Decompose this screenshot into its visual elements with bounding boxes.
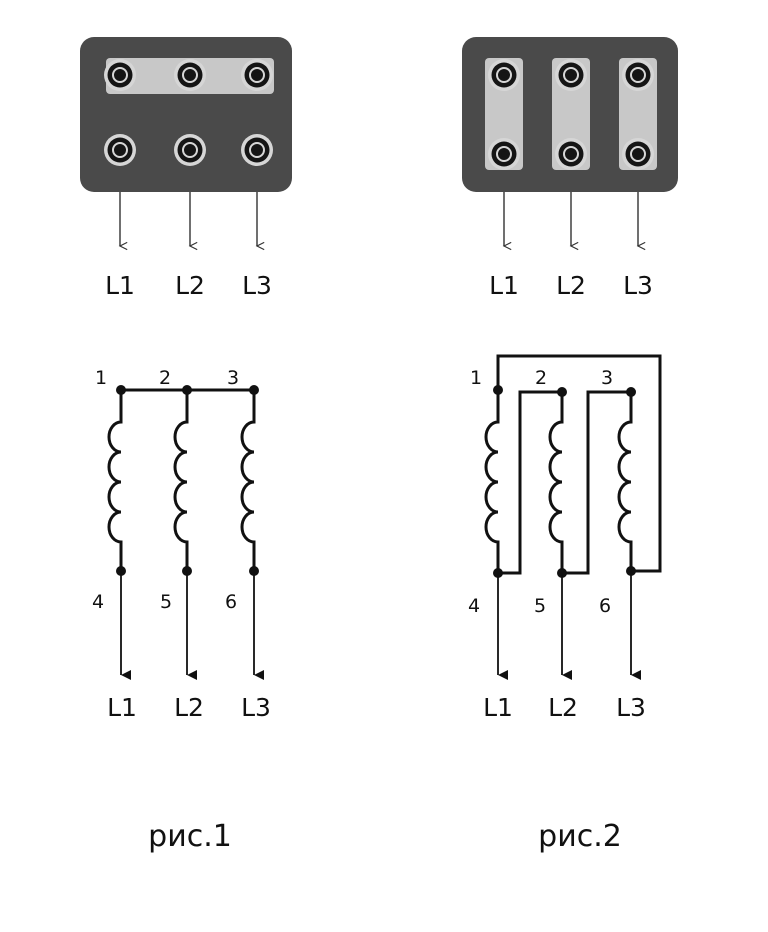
inductor-coil	[107, 390, 123, 571]
junction-dot	[116, 385, 126, 395]
terminal-screws	[104, 59, 273, 166]
terminal-screw	[555, 59, 587, 91]
terminal-number-2: 2	[535, 367, 547, 389]
junction-dot	[557, 387, 567, 397]
winding-2	[548, 392, 564, 573]
inductor-coil	[617, 392, 633, 571]
terminal-number-5: 5	[160, 591, 172, 613]
terminal-number-2: 2	[159, 367, 171, 389]
output-label-l3: L3	[623, 271, 653, 300]
junction-dot	[493, 385, 503, 395]
output-arrows	[118, 192, 265, 251]
inductor-coil	[173, 390, 189, 571]
terminal-screw	[555, 138, 587, 170]
junction-dot	[249, 385, 259, 395]
figure-caption: рис.1	[148, 819, 232, 854]
output-label-l1: L1	[489, 271, 519, 300]
delta-link-1-6	[496, 354, 662, 573]
terminal-number-5: 5	[534, 595, 546, 617]
terminal-number-4: 4	[92, 591, 104, 613]
delta-link-2-4	[498, 390, 562, 575]
inductor-coil	[240, 390, 256, 571]
terminal-screw	[174, 134, 206, 166]
fig2-terminal-block: L1 L2 L3	[462, 37, 678, 300]
inductor-coil	[484, 390, 500, 573]
output-label-l2: L2	[174, 693, 204, 722]
terminal-screw	[488, 59, 520, 91]
figure-caption: рис.2	[538, 819, 622, 854]
winding-1	[107, 390, 123, 571]
winding-3	[617, 392, 633, 571]
terminal-screw	[104, 134, 136, 166]
output-label-l3: L3	[242, 271, 272, 300]
terminal-screw	[622, 59, 654, 91]
fig1-star-schematic: 1 2 3 4 5 6 L1 L2 L3 рис.1	[92, 367, 271, 854]
delta-link-3-5	[562, 390, 631, 575]
terminal-screw	[104, 59, 136, 91]
winding-1	[484, 390, 500, 573]
terminal-screw	[241, 134, 273, 166]
output-label-l2: L2	[548, 693, 578, 722]
output-label-l2: L2	[556, 271, 586, 300]
terminal-number-3: 3	[601, 367, 613, 389]
winding-2	[173, 390, 189, 571]
terminal-screw	[622, 138, 654, 170]
fig1-terminal-block: L1 L2 L3	[80, 37, 292, 300]
terminal-screw	[488, 138, 520, 170]
output-label-l1: L1	[483, 693, 513, 722]
output-label-l1: L1	[105, 271, 135, 300]
output-label-l3: L3	[241, 693, 271, 722]
terminal-screws	[488, 59, 654, 170]
terminal-number-1: 1	[95, 367, 107, 389]
output-label-l2: L2	[175, 271, 205, 300]
terminal-number-1: 1	[470, 367, 482, 389]
output-label-l3: L3	[616, 693, 646, 722]
fig2-delta-schematic: 1 2 3 4 5 6 L1 L2 L3 рис.2	[468, 354, 662, 854]
terminal-number-6: 6	[599, 595, 611, 617]
terminal-number-6: 6	[225, 591, 237, 613]
output-label-l1: L1	[107, 693, 137, 722]
terminal-number-4: 4	[468, 595, 480, 617]
junction-dot	[626, 387, 636, 397]
terminal-screw	[241, 59, 273, 91]
inductor-coil	[548, 392, 564, 573]
output-arrows	[502, 192, 646, 251]
junction-dot	[182, 385, 192, 395]
terminal-screw	[174, 59, 206, 91]
winding-3	[240, 390, 256, 571]
terminal-number-3: 3	[227, 367, 239, 389]
